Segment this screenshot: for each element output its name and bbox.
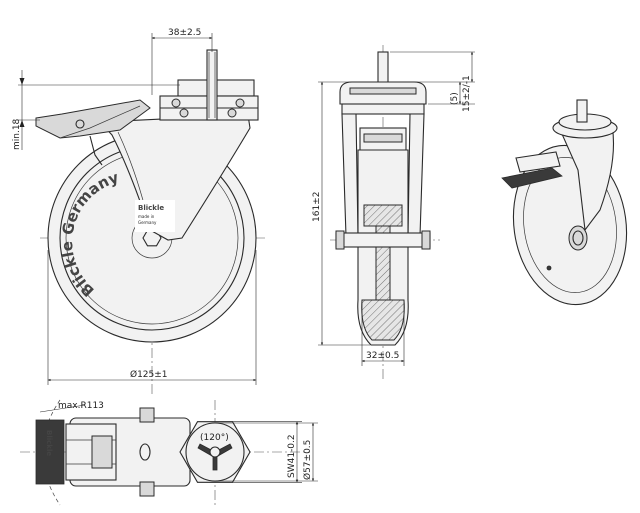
brake-pedal-edge (59, 105, 141, 139)
side-view: Blickle Germany Blickle made in Germany (12, 28, 265, 395)
persp-label-dot (546, 265, 552, 271)
front-brake-pad (363, 133, 403, 143)
plan-brake-housing (65, 423, 117, 481)
threaded-stem (206, 49, 218, 121)
bearing-ball (227, 108, 237, 118)
dim-tread-width-text: 32±0.5 (366, 351, 399, 361)
front-stem (377, 51, 389, 85)
front-fork-leg-right (407, 113, 425, 237)
persp-brake-pedal (501, 167, 563, 189)
fork-label-sub1: made in (138, 214, 155, 219)
persp-hub (568, 225, 588, 251)
plan-brake-lever (91, 435, 113, 469)
front-bearing (349, 87, 417, 95)
dim-max-r-text: max.R113 (58, 401, 104, 411)
fork-label-sub2: Germany (138, 220, 157, 225)
dim-wheel-diameter-text: Ø125±1 (130, 369, 168, 380)
front-hub-section (363, 204, 403, 227)
bearing-ball (171, 98, 181, 108)
persp-axle (572, 230, 584, 246)
front-axle-nut-left (335, 230, 345, 250)
brake-pedal (35, 99, 151, 139)
front-swivel-ring (341, 103, 425, 115)
plan-swivel-radius-arc (42, 399, 61, 506)
persp-rim (523, 157, 617, 293)
front-tyre-section (361, 299, 405, 341)
fork-label-logo: Blickle (138, 204, 164, 212)
dim-sw-text: SW41-0.2 (287, 434, 297, 478)
front-axle (335, 232, 431, 248)
dim-plate-diameter-text: Ø57±0.5 (302, 440, 313, 480)
front-view: 161±2 32±0.5 (5) 15±2/-1 (312, 45, 475, 380)
plan-view: Blickle (120°) max.R113 SW41-0.2 Ø57±0.5 (20, 399, 318, 506)
fork-body (98, 114, 251, 241)
dim-overall-height-text: 161±2 (312, 192, 322, 222)
brake-shoe (89, 135, 103, 166)
plan-nut-bottom (139, 481, 155, 497)
persp-stem (576, 99, 588, 123)
bearing-ball (179, 108, 189, 118)
front-axle-nut-right (421, 230, 431, 250)
dim-5-text: (5) (450, 92, 460, 105)
bearing-ball (235, 98, 245, 108)
dim-max-r-line (39, 404, 86, 413)
plan-axle-hole (139, 443, 151, 461)
front-fork-leg-left (341, 113, 359, 237)
dim-stem-offset-text: 38±2.5 (168, 28, 201, 38)
dim-15-text: 15±2/-1 (462, 75, 472, 112)
brake-pivot (75, 119, 85, 129)
plan-brake-pedal (35, 419, 65, 485)
perspective-view (501, 99, 628, 306)
plan-nut-top (139, 407, 155, 423)
persp-brake-body (515, 151, 561, 173)
fork-label: Blickle made in Germany (135, 200, 175, 232)
dim-angle-text: (120°) (200, 433, 229, 443)
dim-min18-text: min.18 (12, 118, 22, 150)
plan-stem-circle (209, 446, 221, 458)
plan-brake-logo: Blickle (45, 430, 53, 456)
